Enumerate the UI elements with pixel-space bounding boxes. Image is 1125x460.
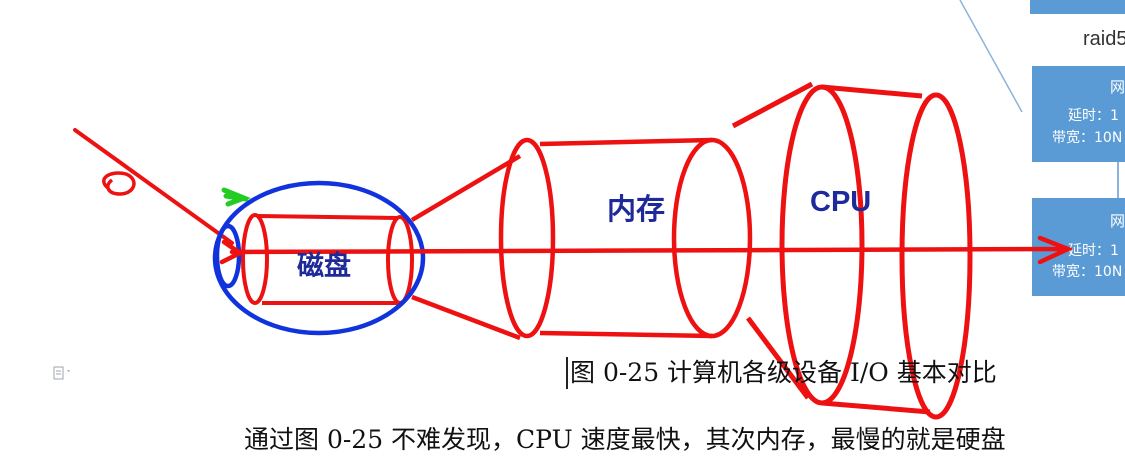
document-icon[interactable] (53, 366, 75, 380)
network-box-latency: 延时：1 (1068, 243, 1119, 259)
network-box-title: 网 (1110, 78, 1125, 96)
raid-label: raid5 (1083, 28, 1125, 50)
disk-cylinder (241, 213, 414, 305)
network-box-latency: 延时：1 (1068, 108, 1119, 124)
memory-label: 内存 (607, 192, 665, 226)
network-box-top-partial (1030, 0, 1125, 14)
network-box-bandwidth: 带宽：10N (1052, 129, 1122, 146)
body-paragraph: 通过图 0-25 不难发现，CPU 速度最快，其次内存，最慢的就是硬盘 (244, 425, 1006, 454)
green-marker (221, 187, 251, 207)
connector-line (959, 0, 1023, 113)
incoming-stroke (73, 128, 234, 245)
network-box-title: 网 (1110, 212, 1125, 230)
network-box-1: 网 延时：1 带宽：10N (1032, 66, 1125, 162)
handwritten-zero (102, 171, 136, 196)
disk-label: 磁盘 (297, 250, 351, 282)
network-box-bandwidth: 带宽：10N (1052, 263, 1122, 280)
main-arrow (219, 235, 1074, 265)
figure-caption: 图 0-25 计算机各级设备 I/O 基本对比 (566, 357, 997, 389)
cpu-cylinder (731, 81, 973, 420)
memory-cylinder (410, 137, 753, 341)
cpu-label: CPU (810, 186, 871, 218)
